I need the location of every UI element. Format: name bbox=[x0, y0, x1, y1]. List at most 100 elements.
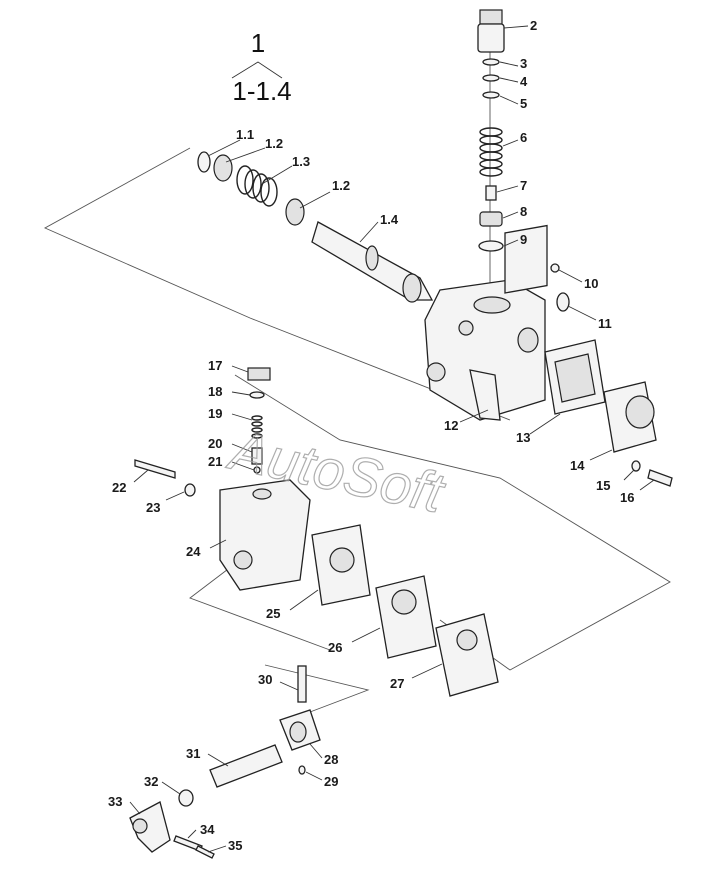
part-nut-8 bbox=[479, 211, 503, 227]
frame-line-middle bbox=[189, 559, 331, 651]
callout-27: 27 bbox=[390, 676, 404, 691]
callout-34: 34 bbox=[200, 822, 215, 837]
part-plate-26 bbox=[375, 575, 437, 659]
callout-14: 14 bbox=[570, 458, 585, 473]
callout-22: 22 bbox=[112, 480, 126, 495]
frame-line-bottom bbox=[264, 664, 370, 713]
part-bolt-22 bbox=[134, 459, 176, 479]
callout-16: 16 bbox=[620, 490, 634, 505]
callout-1-4: 1.4 bbox=[380, 212, 399, 227]
part-washer-32 bbox=[178, 789, 194, 807]
housing-mount-hole bbox=[426, 362, 446, 382]
callout-11: 11 bbox=[598, 316, 612, 331]
callout-21: 21 bbox=[208, 454, 222, 469]
part-plug-body bbox=[477, 23, 505, 53]
shaft-assembly bbox=[197, 151, 434, 303]
part-washer-1 bbox=[213, 154, 233, 182]
callout-13: 13 bbox=[516, 430, 530, 445]
part-plunger-20 bbox=[251, 447, 263, 465]
lever-assembly bbox=[129, 665, 321, 859]
part-washer-5 bbox=[482, 91, 500, 99]
callout-19: 19 bbox=[208, 406, 222, 421]
assembly-title: 1 1-1.4 bbox=[231, 28, 292, 106]
frame-line-top bbox=[43, 147, 511, 421]
callout-28: 28 bbox=[324, 752, 338, 767]
callout-10: 10 bbox=[584, 276, 598, 291]
part-washer-4 bbox=[482, 74, 500, 82]
callout-1-3: 1.3 bbox=[292, 154, 310, 169]
valve-stack bbox=[477, 9, 505, 252]
part-gasket-27 bbox=[435, 613, 499, 697]
callout-25: 25 bbox=[266, 606, 280, 621]
callout-24: 24 bbox=[186, 544, 201, 559]
part-ball-10 bbox=[550, 263, 560, 273]
part-shaft-groove bbox=[365, 245, 379, 271]
callout-30: 30 bbox=[258, 672, 272, 687]
callout-5: 5 bbox=[520, 96, 527, 111]
callout-20: 20 bbox=[208, 436, 222, 451]
assembly-range: 1-1.4 bbox=[232, 76, 291, 106]
callout-12: 12 bbox=[444, 418, 458, 433]
callout-1-2-a: 1.2 bbox=[265, 136, 283, 151]
housing-24-bore bbox=[252, 488, 272, 500]
callout-3: 3 bbox=[520, 56, 527, 71]
part-clip-29 bbox=[298, 765, 306, 775]
title-bracket bbox=[231, 61, 283, 79]
callout-7: 7 bbox=[520, 178, 527, 193]
lower-housing-group bbox=[134, 367, 311, 591]
part-shaft-31 bbox=[209, 744, 283, 788]
part-cover-14-boss bbox=[625, 395, 655, 429]
part-spring-horizontal bbox=[236, 165, 278, 207]
callout-29: 29 bbox=[324, 774, 338, 789]
part-washer-15 bbox=[631, 460, 641, 472]
part-washer-3 bbox=[482, 58, 500, 66]
callout-31: 31 bbox=[186, 746, 200, 761]
part-block-28-hole bbox=[289, 721, 307, 743]
housing-flange bbox=[504, 224, 548, 294]
callout-1-1: 1.1 bbox=[236, 127, 254, 142]
housing-24-port bbox=[233, 550, 253, 570]
part-seal-9 bbox=[478, 240, 504, 252]
callout-1-2-b: 1.2 bbox=[332, 178, 350, 193]
part-gasket-27-hole bbox=[456, 629, 478, 651]
callout-2: 2 bbox=[530, 18, 537, 33]
callout-32: 32 bbox=[144, 774, 158, 789]
part-cap-17 bbox=[247, 367, 271, 381]
main-housing bbox=[424, 224, 548, 421]
part-plate-26-hole bbox=[391, 589, 417, 615]
callout-18: 18 bbox=[208, 384, 222, 399]
part-washer-23 bbox=[184, 483, 196, 497]
callout-33: 33 bbox=[108, 794, 122, 809]
part-pin-7 bbox=[485, 185, 497, 201]
part-retaining-ring bbox=[197, 151, 211, 173]
callout-8: 8 bbox=[520, 204, 527, 219]
part-bolt-16 bbox=[647, 469, 673, 487]
callout-labels: 1.1 1.2 1.3 1.2 1.4 2 3 4 5 6 7 8 9 10 1… bbox=[108, 18, 634, 853]
part-spring-19 bbox=[251, 415, 263, 439]
callout-35: 35 bbox=[228, 838, 242, 853]
housing-bracket-12 bbox=[469, 369, 501, 421]
part-shaft-end bbox=[402, 273, 422, 303]
housing-bore bbox=[473, 296, 511, 314]
part-plug-head bbox=[479, 9, 503, 25]
part-washer-2 bbox=[285, 198, 305, 226]
callout-6: 6 bbox=[520, 130, 527, 145]
callout-26: 26 bbox=[328, 640, 342, 655]
part-pin-35 bbox=[195, 845, 215, 859]
frame-line-right bbox=[234, 374, 671, 671]
part-lever-33-hole bbox=[132, 818, 148, 834]
part-washer-11 bbox=[556, 292, 570, 312]
assembly-number: 1 bbox=[251, 28, 265, 58]
housing-flange-hole bbox=[517, 327, 539, 353]
callout-15: 15 bbox=[596, 478, 610, 493]
callout-17: 17 bbox=[208, 358, 222, 373]
part-washer-18 bbox=[249, 391, 265, 399]
part-pin-30 bbox=[297, 665, 307, 703]
part-gasket-25-hole bbox=[329, 547, 355, 573]
callout-9: 9 bbox=[520, 232, 527, 247]
callout-23: 23 bbox=[146, 500, 160, 515]
part-gasket-13-window bbox=[554, 353, 596, 403]
part-spring-vertical bbox=[479, 127, 503, 177]
callout-4: 4 bbox=[520, 74, 528, 89]
